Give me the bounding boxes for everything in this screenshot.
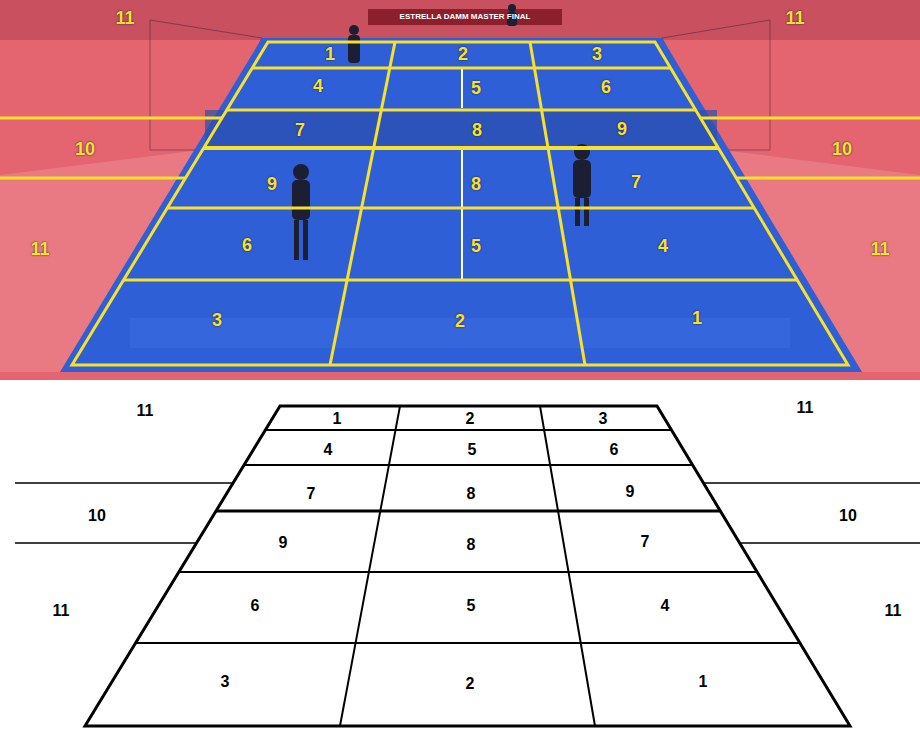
zone-number: 5 [471,237,481,255]
zone-number: 6 [251,598,260,614]
zone-number: 9 [617,120,627,138]
zone-schematic [15,406,920,726]
zone-number: 4 [661,598,670,614]
zone-number: 7 [295,121,305,139]
zone-number: 1 [692,309,702,327]
zone-number: 2 [466,411,475,427]
zone-number: 10 [839,508,857,524]
zone-number: 11 [115,9,134,27]
zone-grid [0,42,920,365]
net [205,110,717,148]
zone-number: 4 [324,442,333,458]
zone-number: 10 [832,140,852,158]
zone-number: 1 [325,45,335,63]
zone-number: 5 [471,79,481,97]
center-line [461,150,463,280]
zone-number: 4 [658,237,668,255]
zone-number: 7 [641,534,650,550]
zone-number: 10 [75,140,95,158]
zone-number: 2 [458,45,468,63]
zone-number: 3 [599,411,608,427]
service-line [124,280,798,281]
zone-number: 8 [467,537,476,553]
schematic-ground [0,380,920,731]
zone-number: 11 [885,603,902,619]
zone-number: 3 [592,45,602,63]
zone-number: 11 [30,240,49,258]
zone-number: 7 [307,486,316,502]
zone-number: 6 [601,78,611,96]
zone-number: 1 [699,674,708,690]
zone-number: 4 [313,77,323,95]
zone-number: 8 [467,486,476,502]
banner-text: ESTRELLA DAMM MASTER FINAL [400,13,531,21]
zone-number: 11 [53,603,70,619]
zone-number: 9 [279,535,288,551]
zone-number: 3 [221,674,230,690]
center-line [461,68,463,108]
back-wall [0,0,920,40]
zone-number: 8 [472,121,482,139]
zone-number: 9 [626,484,635,500]
zone-number: 9 [267,175,277,193]
zone-number: 7 [631,173,641,191]
zone-number: 11 [797,400,814,416]
zone-number: 2 [466,676,475,692]
zone-number: 6 [242,236,252,254]
zone-number: 11 [870,240,889,258]
zone-number: 8 [471,175,481,193]
zone-number: 6 [610,442,619,458]
court-surface [60,38,862,372]
zone-number: 1 [333,411,342,427]
zone-number: 2 [455,312,465,330]
banner [368,9,562,25]
zone-number: 11 [785,9,804,27]
zone-number: 5 [467,598,476,614]
zone-number: 3 [212,311,222,329]
photo-ground [0,0,920,380]
zone-number: 10 [88,508,106,524]
zone-number: 5 [468,442,477,458]
zone-number: 11 [137,403,154,419]
